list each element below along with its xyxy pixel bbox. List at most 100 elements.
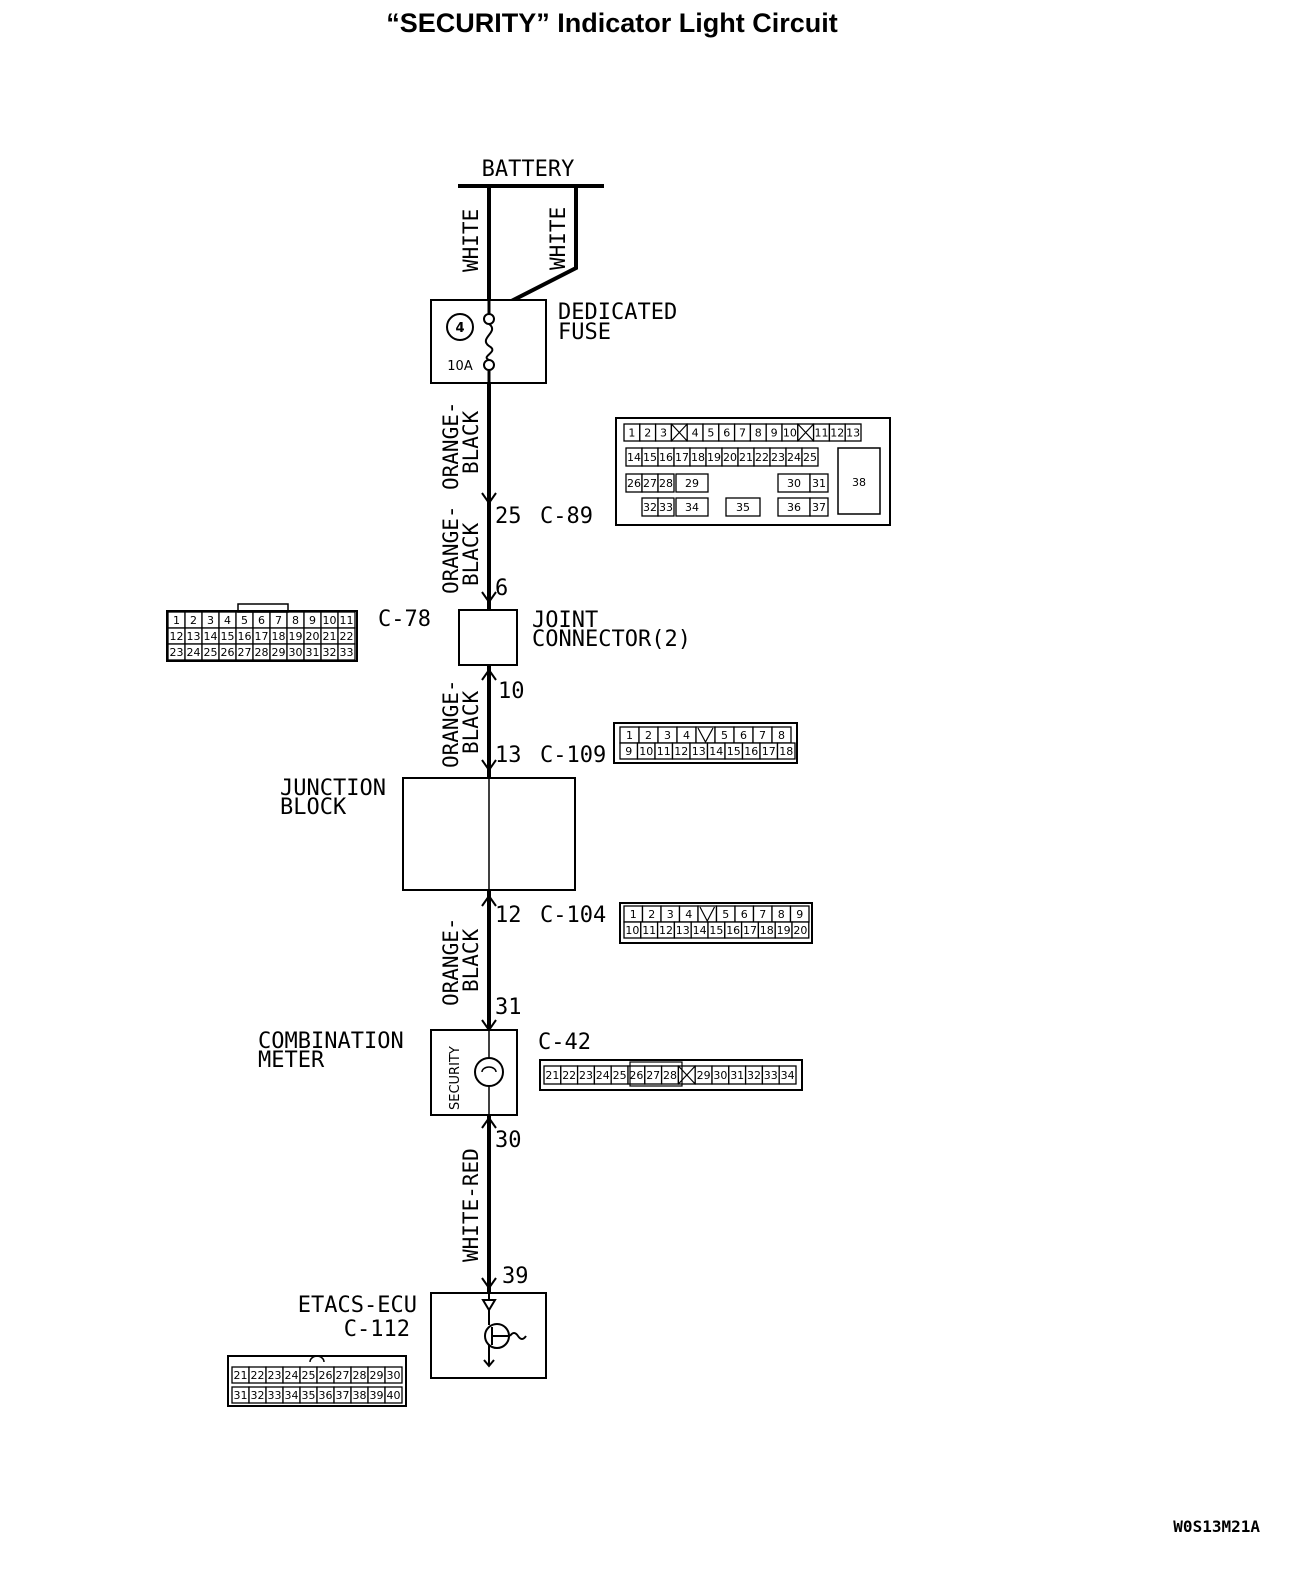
combination-meter-box xyxy=(430,1029,518,1116)
pin-number: 6 xyxy=(741,908,748,921)
pin-number: 22 xyxy=(251,1369,265,1382)
pin-25: 25 xyxy=(495,504,522,529)
diagram-title: “SECURITY” Indicator Light Circuit xyxy=(386,8,838,38)
wire-orange-black-3a: ORANGE- xyxy=(439,679,463,768)
pin-number: 13 xyxy=(692,745,706,758)
pin-number: 4 xyxy=(692,427,699,440)
pin-number: 36 xyxy=(787,501,801,514)
fuse-rating: 10A xyxy=(447,359,473,374)
pin-30: 30 xyxy=(495,1128,522,1153)
pin-cell xyxy=(675,473,709,493)
pin-number: 4 xyxy=(224,614,231,627)
pin-number: 18 xyxy=(779,745,793,758)
pin-number: 38 xyxy=(852,476,866,489)
pin-number: 31 xyxy=(234,1389,248,1402)
pin-number: 37 xyxy=(336,1389,350,1402)
pin-number: 10 xyxy=(323,614,337,627)
pin-number: 16 xyxy=(238,630,252,643)
pin-number: 23 xyxy=(579,1069,593,1082)
joint-connector-label-2: CONNECTOR(2) xyxy=(532,627,691,652)
pin-number: 27 xyxy=(238,646,252,659)
pin-number: 21 xyxy=(234,1369,248,1382)
pin-cell xyxy=(657,497,675,517)
pin-number: 21 xyxy=(545,1069,559,1082)
battery-label: BATTERY xyxy=(482,157,575,182)
pin-number: 27 xyxy=(643,477,657,490)
pin-number: 11 xyxy=(642,924,656,937)
pin-number: 26 xyxy=(629,1069,643,1082)
pin-number: 1 xyxy=(626,729,633,742)
pin-cell xyxy=(778,1065,797,1085)
pin-number: 5 xyxy=(707,427,714,440)
pin-number: 19 xyxy=(777,924,791,937)
wire-orange-black-4b: BLACK xyxy=(459,928,483,992)
pin-number: 31 xyxy=(730,1069,744,1082)
pin-number: 39 xyxy=(370,1389,384,1402)
pin-number: 24 xyxy=(285,1369,299,1382)
key-mark xyxy=(697,727,714,744)
pin-number: 11 xyxy=(340,614,354,627)
pin-number: 15 xyxy=(221,630,235,643)
key-mark xyxy=(699,906,716,923)
pin-number: 1 xyxy=(630,908,637,921)
pin-10: 10 xyxy=(498,679,525,704)
wire-orange-black-1a: ORANGE- xyxy=(439,401,463,490)
etacs-ecu-connector: C-112 xyxy=(344,1317,410,1342)
pin-number: 16 xyxy=(726,924,740,937)
pin-number: 35 xyxy=(736,501,750,514)
fuse-number-circle xyxy=(446,313,474,341)
pin-number: 15 xyxy=(727,745,741,758)
white-wire-right xyxy=(489,186,578,314)
pin-number: 19 xyxy=(289,630,303,643)
pin-number: 24 xyxy=(787,451,801,464)
junction-block-label-1: JUNCTION xyxy=(280,776,386,801)
pin-number: 25 xyxy=(302,1369,316,1382)
pin-number: 14 xyxy=(204,630,218,643)
pin-number: 32 xyxy=(323,646,337,659)
pin-number: 12 xyxy=(659,924,673,937)
pin-number: 3 xyxy=(660,427,667,440)
pin-number: 28 xyxy=(255,646,269,659)
fuse-number: 4 xyxy=(455,321,464,336)
dedicated-fuse: 4 10A xyxy=(430,299,547,384)
connector-c78-label: C-78 xyxy=(378,607,431,632)
pin-number: 23 xyxy=(771,451,785,464)
blank-pin-mark xyxy=(797,423,815,442)
pin-number: 3 xyxy=(667,908,674,921)
pin-number: 25 xyxy=(613,1069,627,1082)
pin-number: 33 xyxy=(268,1389,282,1402)
pin-number: 24 xyxy=(187,646,201,659)
pin-number: 26 xyxy=(319,1369,333,1382)
connector-lock xyxy=(629,1061,683,1087)
drawing-code: W0S13M21A xyxy=(1173,1517,1260,1536)
pin-number: 8 xyxy=(778,729,785,742)
security-lamp-icon xyxy=(474,1057,504,1087)
security-lamp-label: SECURITY xyxy=(448,1046,463,1110)
pin-number: 17 xyxy=(762,745,776,758)
pin-6: 6 xyxy=(495,576,508,601)
pin-number: 23 xyxy=(170,646,184,659)
pin-number: 36 xyxy=(319,1389,333,1402)
dedicated-fuse-label-1: DEDICATED xyxy=(558,300,677,325)
pin-number: 7 xyxy=(739,427,746,440)
pin-number: 8 xyxy=(778,908,785,921)
pin-number: 20 xyxy=(306,630,320,643)
pin-number: 35 xyxy=(302,1389,316,1402)
connector-c89-label: C-89 xyxy=(540,504,593,529)
pin-number: 13 xyxy=(846,427,860,440)
pin-number: 6 xyxy=(258,614,265,627)
pin-number: 18 xyxy=(272,630,286,643)
pin-number: 22 xyxy=(562,1069,576,1082)
etacs-ecu-label: ETACS-ECU xyxy=(298,1293,417,1318)
pin-13: 13 xyxy=(495,743,522,768)
pin-number: 2 xyxy=(645,729,652,742)
pin-number: 3 xyxy=(207,614,214,627)
pin-number: 15 xyxy=(709,924,723,937)
wire-orange-black-2a: ORANGE- xyxy=(439,505,463,594)
wire-white-right: WHITE xyxy=(546,207,570,270)
pin-12: 12 xyxy=(495,903,522,928)
junction-block-label-2: BLOCK xyxy=(280,795,347,820)
